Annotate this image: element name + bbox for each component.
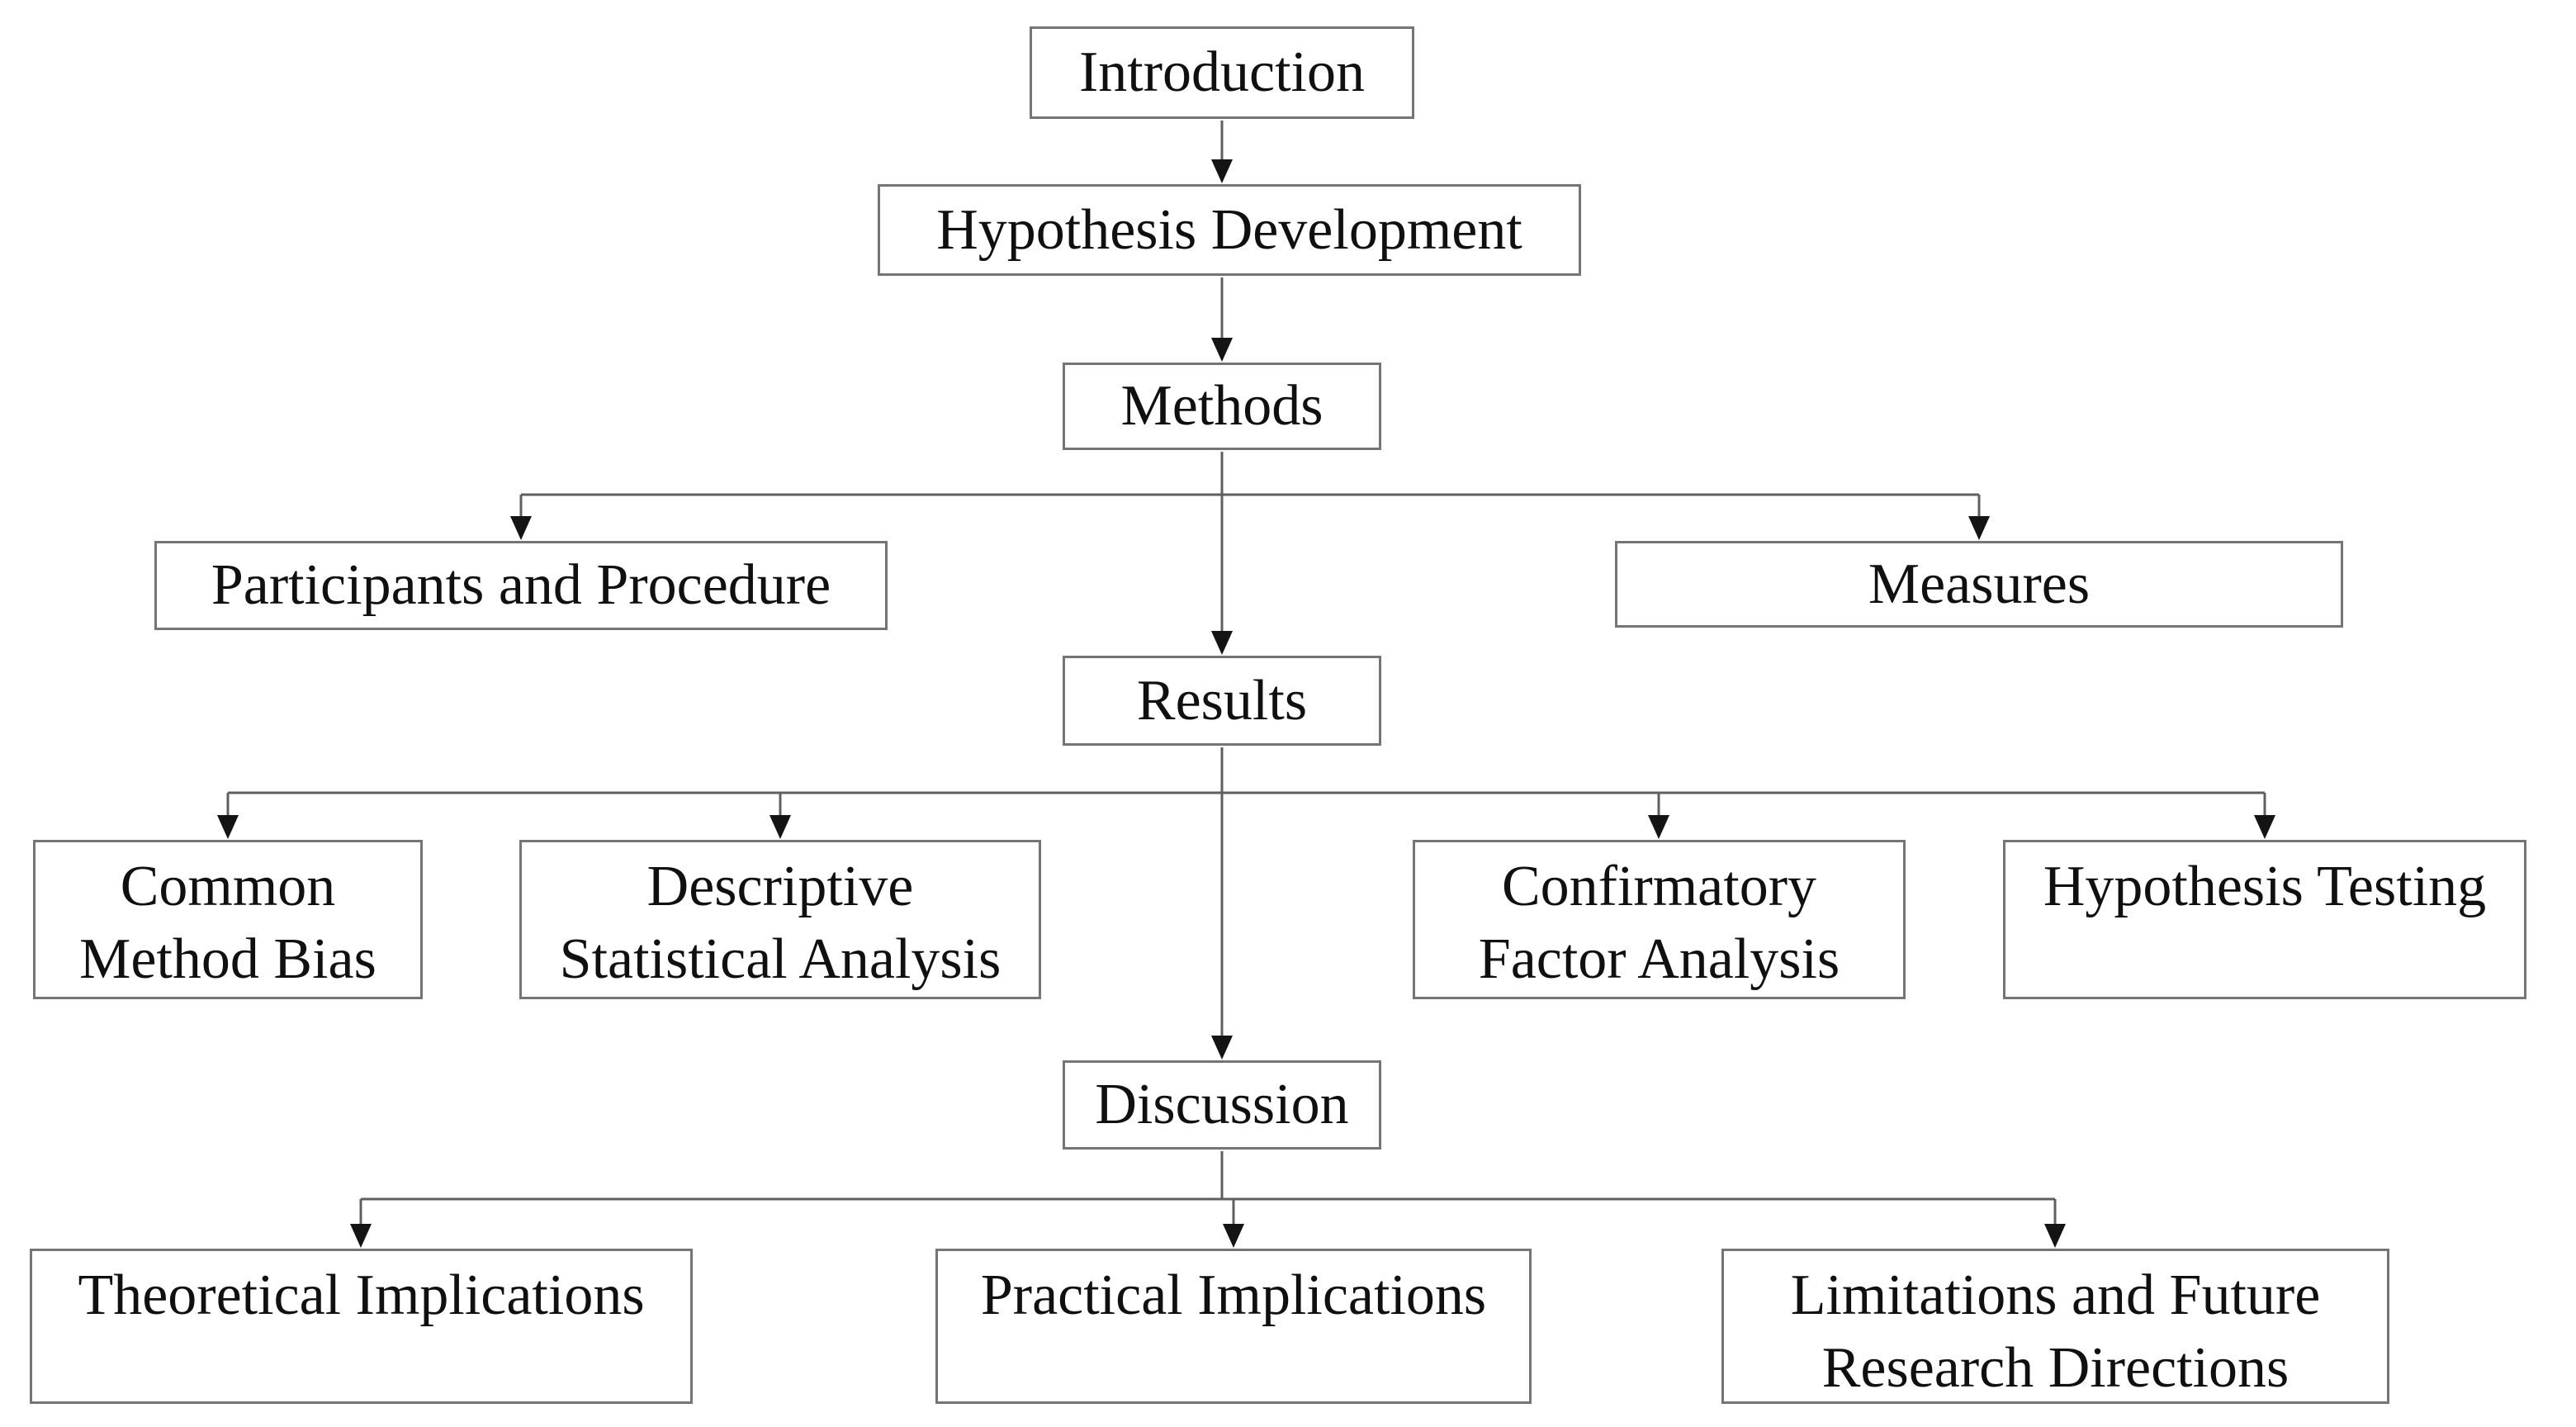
edge-discussion-branch-bar [361, 1151, 2055, 1201]
node-hypothesis-testing-label: Hypothesis Testing [2043, 855, 2487, 918]
node-participants-and-procedure: Participants and Procedure [154, 541, 888, 630]
node-participants-label: Participants and Procedure [211, 553, 831, 617]
edge-methods-measures [1968, 495, 1990, 540]
node-common-method-bias: Common Method Bias [33, 840, 423, 999]
node-confirmatory-line1: Confirmatory [1501, 855, 1817, 918]
node-limitations-future-research: Limitations and Future Research Directio… [1721, 1249, 2389, 1404]
edge-discussion-practical [1223, 1199, 1244, 1248]
node-confirmatory-line2: Factor Analysis [1478, 927, 1840, 991]
edge-results-discussion [1211, 747, 1233, 1060]
edge-results-hypothesis-testing [2254, 793, 2275, 839]
node-confirmatory-factor-analysis: Confirmatory Factor Analysis [1413, 840, 1906, 999]
node-methods: Methods [1063, 363, 1381, 450]
node-common-method-bias-line2: Method Bias [79, 927, 376, 991]
node-descriptive-line1: Descriptive [646, 855, 914, 918]
node-theoretical-label: Theoretical Implications [78, 1263, 645, 1327]
node-practical-label: Practical Implications [980, 1263, 1487, 1327]
node-discussion-label: Discussion [1095, 1073, 1349, 1136]
node-results: Results [1063, 656, 1381, 746]
node-measures: Measures [1615, 541, 2343, 628]
edge-results-descriptive [769, 793, 791, 839]
node-hypothesis-development-label: Hypothesis Development [936, 197, 1522, 262]
edge-methods-results [1211, 452, 1233, 655]
edge-results-confirmatory [1648, 793, 1669, 839]
node-limitations-line2: Research Directions [1821, 1336, 2290, 1400]
node-descriptive-statistical-analysis: Descriptive Statistical Analysis [519, 840, 1041, 999]
node-descriptive-line2: Statistical Analysis [559, 927, 1002, 991]
edge-hypothesis-development-methods [1211, 277, 1233, 362]
node-results-label: Results [1136, 668, 1308, 732]
edge-discussion-limitations [2044, 1199, 2066, 1248]
node-limitations-line1: Limitations and Future [1790, 1263, 2321, 1327]
edge-methods-participants [510, 495, 532, 540]
node-introduction: Introduction [1030, 26, 1414, 119]
node-common-method-bias-line1: Common [120, 855, 336, 918]
node-hypothesis-development: Hypothesis Development [878, 184, 1581, 276]
edge-discussion-theoretical [350, 1199, 372, 1248]
node-methods-label: Methods [1120, 374, 1324, 438]
node-theoretical-implications: Theoretical Implications [30, 1249, 693, 1404]
edge-introduction-hypothesis-development [1211, 121, 1233, 183]
node-hypothesis-testing: Hypothesis Testing [2003, 840, 2526, 999]
node-practical-implications: Practical Implications [935, 1249, 1532, 1404]
node-introduction-label: Introduction [1078, 40, 1366, 104]
node-measures-label: Measures [1868, 552, 2091, 616]
node-discussion: Discussion [1063, 1060, 1381, 1150]
edge-results-common-method-bias [217, 793, 239, 839]
